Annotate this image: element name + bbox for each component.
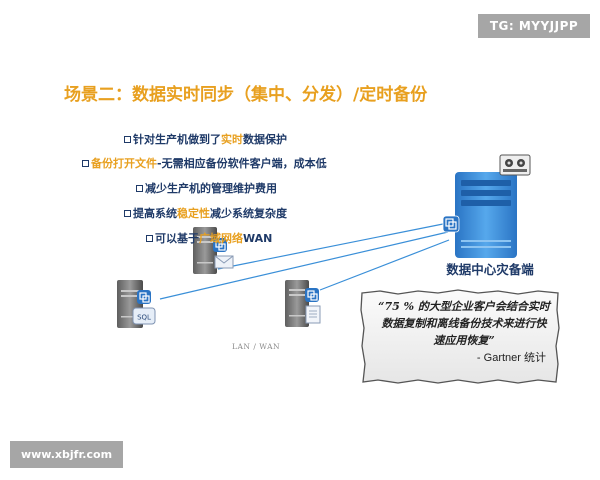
replication-icon [213,238,227,252]
bullet-item: 提高系统稳定性减少系统复杂度 [124,205,287,221]
sql-database-icon: SQL [132,307,156,325]
checkbox-icon [124,136,131,143]
tape-drive-icon [499,154,531,176]
replication-line [159,231,449,300]
watermark-top: TG: MYYJJPP [478,14,590,38]
document-icon [305,305,321,324]
replication-line [319,239,450,291]
replication-icon [305,288,319,302]
production-server-mail [193,227,234,274]
replication-icon [137,290,151,304]
production-server-sql: SQL [117,280,156,328]
watermark-bottom: www.xbjfr.com [10,441,123,468]
production-server-file [285,280,321,327]
datacenter-server [442,172,517,258]
quote-text: “75 % 的大型企业客户会结合实时数据复制和离线备份技术来进行快速应用恢复” [378,300,550,347]
checkbox-icon [136,185,143,192]
checkbox-icon [146,235,153,242]
replication-icon [442,215,460,233]
network-label: LAN / WAN [232,342,281,351]
bullet-item: 减少生产机的管理维护费用 [136,180,277,196]
checkbox-icon [82,160,89,167]
bullet-item: 可以基于广域网络WAN [146,230,272,246]
bullet-item: 针对生产机做到了实时数据保护 [124,131,287,147]
checkbox-icon [124,210,131,217]
mail-icon [214,255,234,269]
sql-tag: SQL [137,314,151,322]
bullet-item: 备份打开文件-无需相应备份软件客户端，成本低 [82,155,327,171]
replication-line [217,222,449,270]
datacenter-label: 数据中心灾备端 [446,262,534,277]
slide-title: 场景二：数据实时同步（集中、分发）/定时备份 [64,85,428,105]
quote-paper [360,289,560,384]
quote-source: - Gartner 统计 [476,352,546,364]
